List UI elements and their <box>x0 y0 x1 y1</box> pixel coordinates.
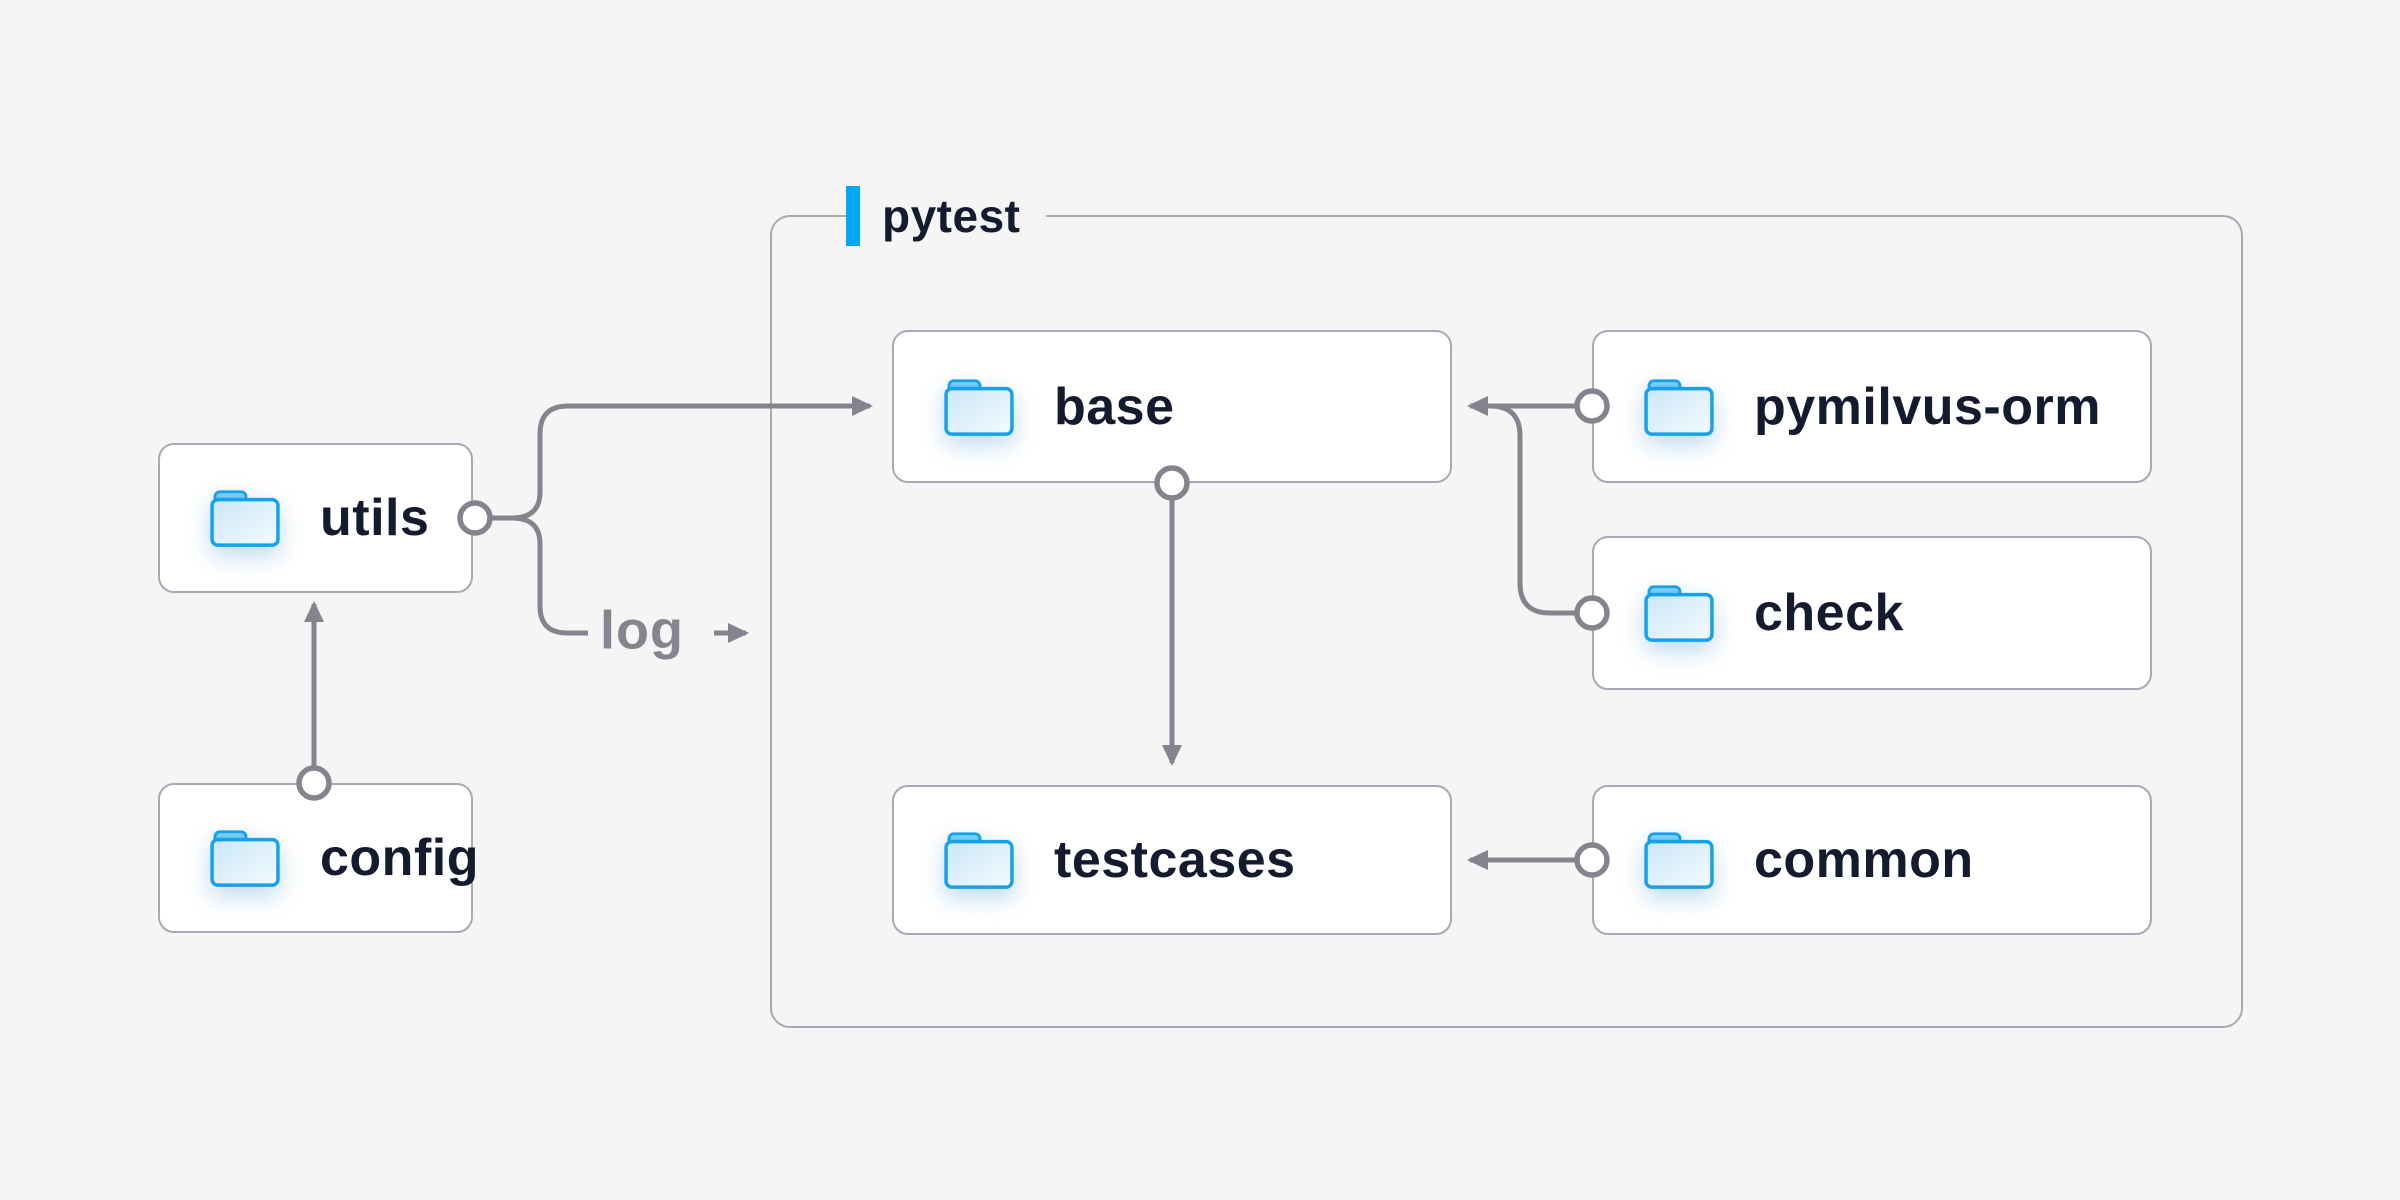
node-pymilvus-orm-label: pymilvus-orm <box>1754 377 2101 436</box>
folder-icon <box>208 827 282 889</box>
pytest-title: pytest <box>882 190 1021 242</box>
node-utils: utils <box>158 443 473 593</box>
folder-icon <box>942 829 1016 891</box>
pytest-label: pytest <box>846 185 1047 247</box>
pytest-accent-bar-icon <box>846 186 860 246</box>
folder-icon <box>1642 829 1716 891</box>
node-common: common <box>1592 785 2152 935</box>
node-check-label: check <box>1754 584 1904 642</box>
pytest-container: pytest <box>770 185 2243 1028</box>
node-config-label: config <box>320 829 479 887</box>
node-utils-label: utils <box>320 489 430 547</box>
node-check: check <box>1592 536 2152 690</box>
folder-icon <box>1642 582 1716 644</box>
edge-utils-to-log <box>490 515 588 636</box>
edge-log-label: log <box>600 600 684 661</box>
node-base: base <box>892 330 1452 483</box>
folder-icon <box>1642 376 1716 438</box>
node-testcases: testcases <box>892 785 1452 935</box>
folder-icon <box>942 376 1016 438</box>
node-base-label: base <box>1054 377 1175 436</box>
folder-icon <box>208 487 282 549</box>
node-pymilvus-orm: pymilvus-orm <box>1592 330 2152 483</box>
node-common-label: common <box>1754 831 1974 889</box>
node-config: config <box>158 783 478 933</box>
node-testcases-label: testcases <box>1054 831 1296 889</box>
